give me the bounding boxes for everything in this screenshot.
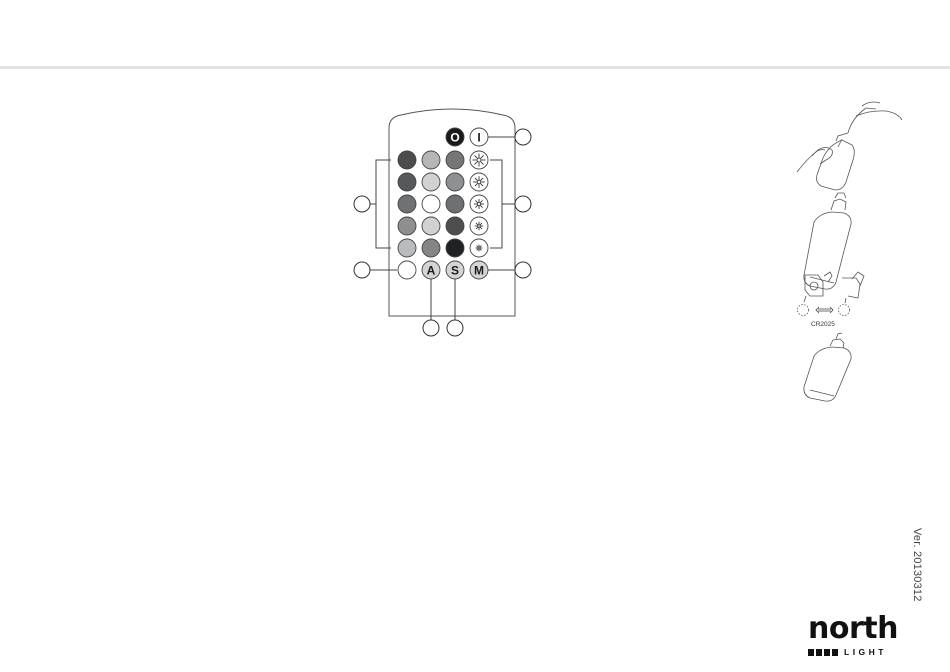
hand-right: [848, 108, 902, 133]
color-button-r1-c2[interactable]: [422, 151, 440, 169]
tray-right: [842, 272, 864, 298]
logo-light-text: LIGHT: [844, 647, 887, 657]
mode-button-label: M: [474, 264, 484, 278]
remote-step1: [817, 140, 855, 190]
logo-sub: LIGHT: [808, 647, 904, 657]
callout-circle-auto: [423, 320, 439, 336]
color-button-r5-c1[interactable]: [398, 239, 416, 257]
auto-button-label: A: [427, 264, 436, 278]
callout-circle-mode: [515, 262, 531, 278]
callout-circle-power: [515, 129, 531, 145]
color-button-r1-c3[interactable]: [446, 151, 464, 169]
old-battery: [798, 305, 809, 316]
logo-bars: [808, 649, 838, 656]
on-button-label: I: [477, 131, 480, 145]
callout-circle-blank: [354, 262, 370, 278]
blank-button[interactable]: [398, 261, 416, 279]
color-button-r4-c3[interactable]: [446, 217, 464, 235]
color-button-r5-c3[interactable]: [446, 239, 464, 257]
battery-illustration: [797, 102, 902, 401]
color-button-r2-c3[interactable]: [446, 173, 464, 191]
color-button-r4-c1[interactable]: [398, 217, 416, 235]
logo-word: north: [808, 614, 904, 644]
brightness-button-3[interactable]: [470, 195, 488, 213]
callout-circle-smooth: [447, 320, 463, 336]
color-button-r3-c3[interactable]: [446, 195, 464, 213]
version-label: Ver. 20130312: [911, 528, 923, 602]
brightness-button-4[interactable]: [470, 217, 488, 235]
color-button-r1-c1[interactable]: [398, 151, 416, 169]
off-button-label: O: [450, 131, 459, 145]
remote-step4: [804, 347, 851, 401]
color-button-r3-c1[interactable]: [398, 195, 416, 213]
battery-type-label: CR2025: [811, 321, 835, 328]
callout-circle-right-dimmer: [515, 196, 531, 212]
color-button-r2-c1[interactable]: [398, 173, 416, 191]
color-button-r4-c2[interactable]: [422, 217, 440, 235]
brightness-button-2[interactable]: [470, 173, 488, 191]
color-button-r2-c2[interactable]: [422, 173, 440, 191]
north-light-logo: north LIGHT: [808, 614, 904, 658]
color-button-r3-c2[interactable]: [422, 195, 440, 213]
brightness-button-5[interactable]: [470, 239, 488, 257]
smooth-button-label: S: [451, 264, 459, 278]
new-battery: [839, 305, 850, 316]
color-button-r5-c2[interactable]: [422, 239, 440, 257]
callout-circle-left-colors: [354, 196, 370, 212]
